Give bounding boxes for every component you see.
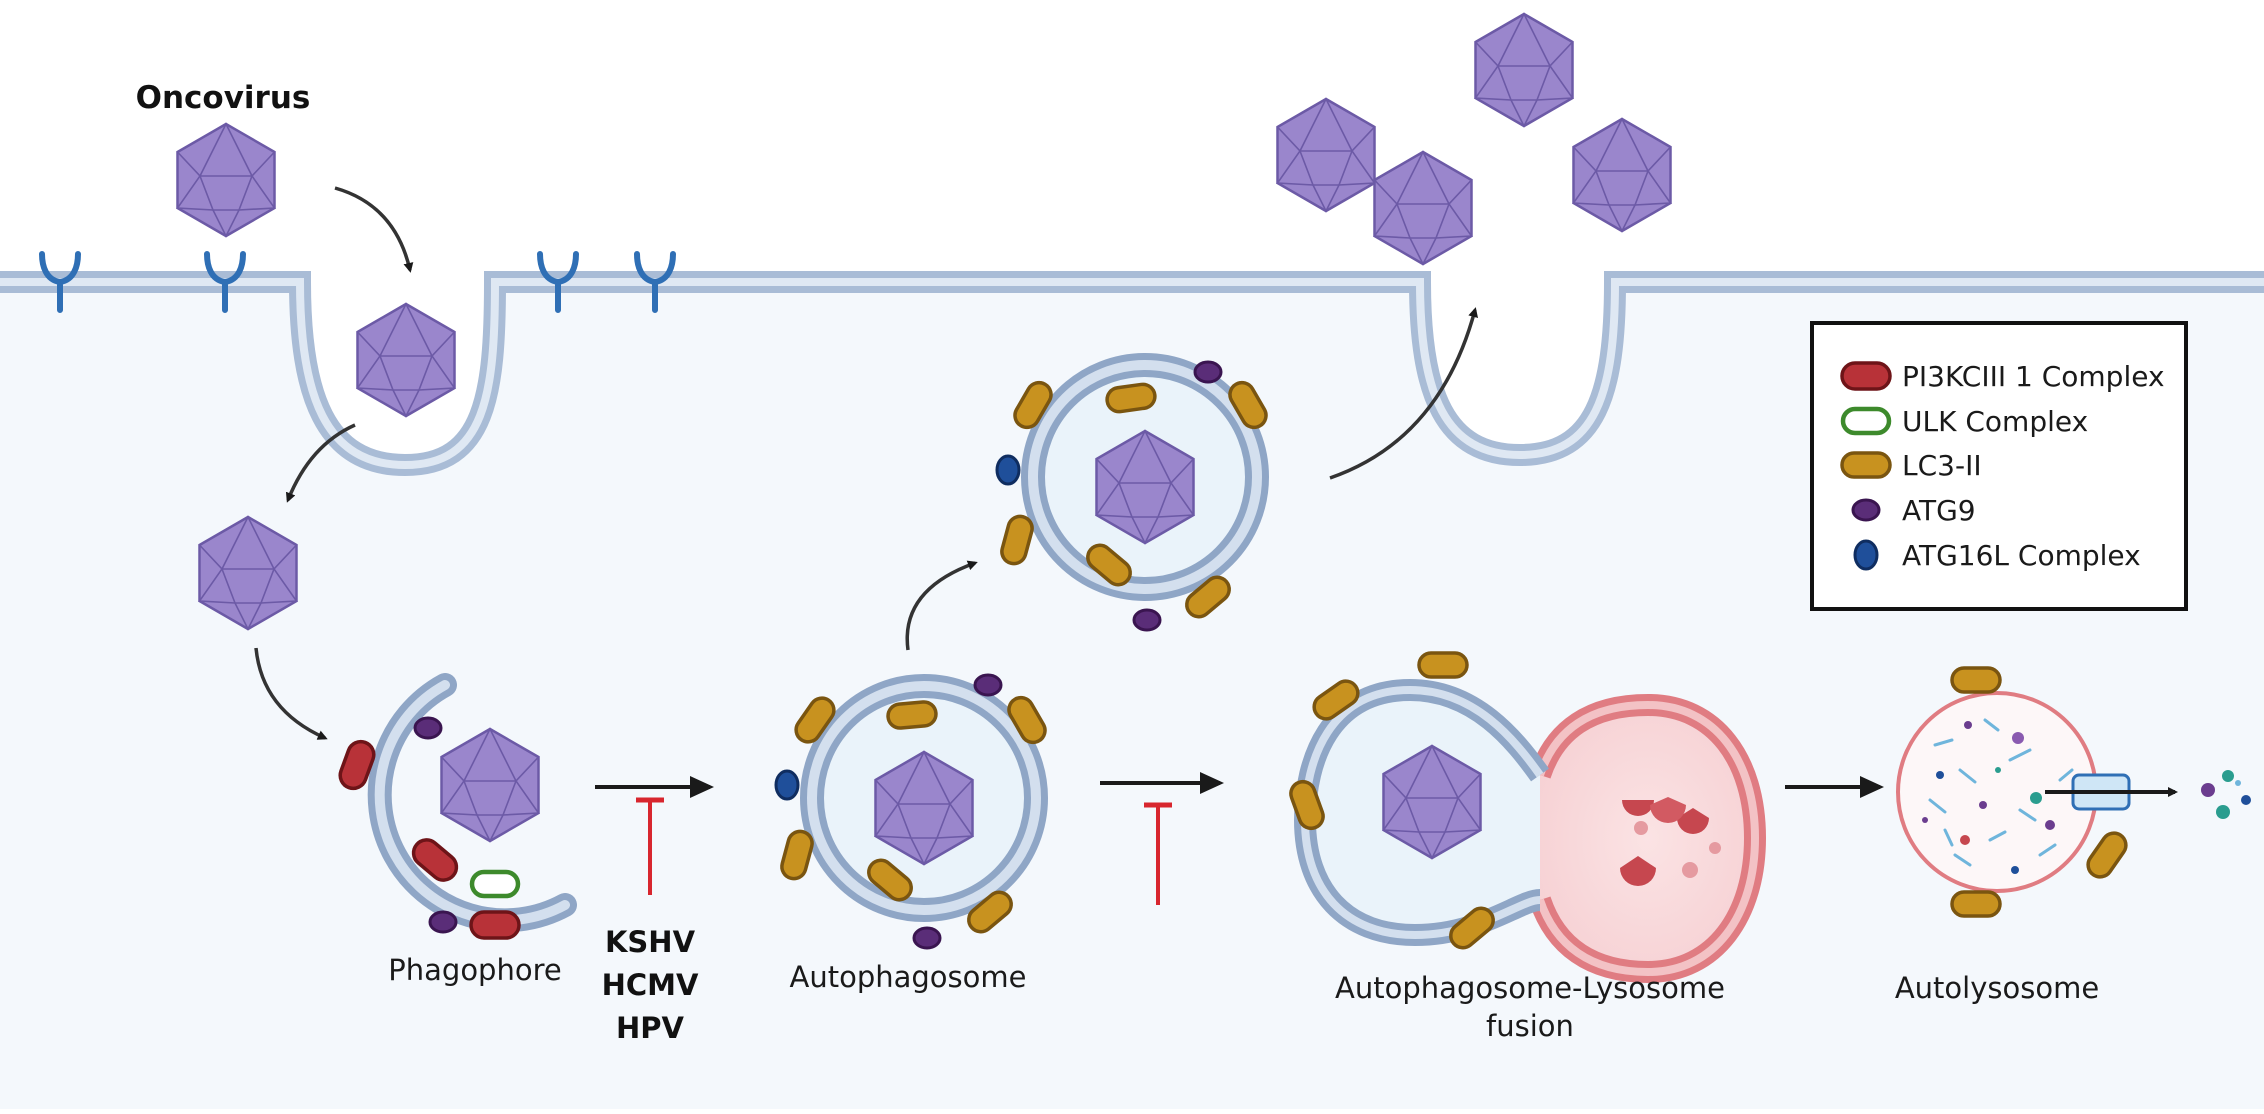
virus-icon <box>1474 12 1574 128</box>
legend-label: LC3-II <box>1902 449 1982 482</box>
virus-icon <box>176 122 276 238</box>
lc3-ii-icon <box>885 699 939 731</box>
lc3-ii-icon <box>1950 890 2002 918</box>
autophagosome-lysosome-fusion <box>1285 651 1767 984</box>
legend-label: ATG9 <box>1902 494 1976 527</box>
atg9-icon <box>428 910 458 934</box>
fusion-label-line2: fusion <box>1486 1009 1574 1043</box>
lc3-ii-icon <box>1417 651 1469 679</box>
atg9-icon <box>1132 608 1162 632</box>
virus-icon <box>1276 97 1376 213</box>
legend-label: ULK Complex <box>1902 405 2088 438</box>
oncovirus-title: Oncovirus <box>136 80 311 116</box>
autophagosome <box>774 673 1052 950</box>
legend-atg9-icon <box>1851 498 1881 522</box>
atg9-icon <box>1193 360 1223 384</box>
legend-ulk-icon <box>1843 409 1889 433</box>
atg9-icon <box>413 716 443 740</box>
atg9-icon <box>912 926 942 950</box>
lc3-ii-icon <box>1950 666 2002 694</box>
autolysosome-label: Autolysosome <box>1895 971 2099 1005</box>
pi3k-complex-icon <box>469 910 521 940</box>
virus-icon <box>1373 150 1473 266</box>
entry-arrows <box>254 186 1479 740</box>
atg16l-complex-icon <box>774 769 800 801</box>
inhibitor-kshv: KSHV <box>605 925 696 959</box>
atg16l-complex-icon <box>995 454 1021 486</box>
legend: PI3KCIII 1 Complex ULK Complex LC3-II AT… <box>1810 321 2188 611</box>
legend-label: PI3KCIII 1 Complex <box>1902 360 2165 393</box>
ulk-complex-icon <box>472 872 518 896</box>
autophagosome-label: Autophagosome <box>790 960 1027 994</box>
legend-atg16l-icon <box>1853 539 1879 571</box>
released-products <box>2201 770 2251 819</box>
phagophore-label: Phagophore <box>388 953 561 987</box>
autophagosome-upper <box>995 353 1273 632</box>
fusion-label-line1: Autophagosome-Lysosome <box>1335 971 1725 1005</box>
atg9-icon <box>973 673 1003 697</box>
legend-lc3-icon <box>1840 451 1892 479</box>
inhibitor-hcmv: HCMV <box>602 968 699 1002</box>
lc3-ii-icon <box>1103 381 1159 415</box>
inhibition-1 <box>595 776 714 895</box>
phagophore <box>334 673 577 940</box>
inhibitor-hpv: HPV <box>616 1011 685 1045</box>
virus-icon <box>1572 117 1672 233</box>
legend-label: ATG16L Complex <box>1902 539 2141 572</box>
inhibition-2 <box>1100 772 1224 905</box>
legend-pi3k-icon <box>1840 361 1892 391</box>
virus-icon <box>356 302 456 418</box>
